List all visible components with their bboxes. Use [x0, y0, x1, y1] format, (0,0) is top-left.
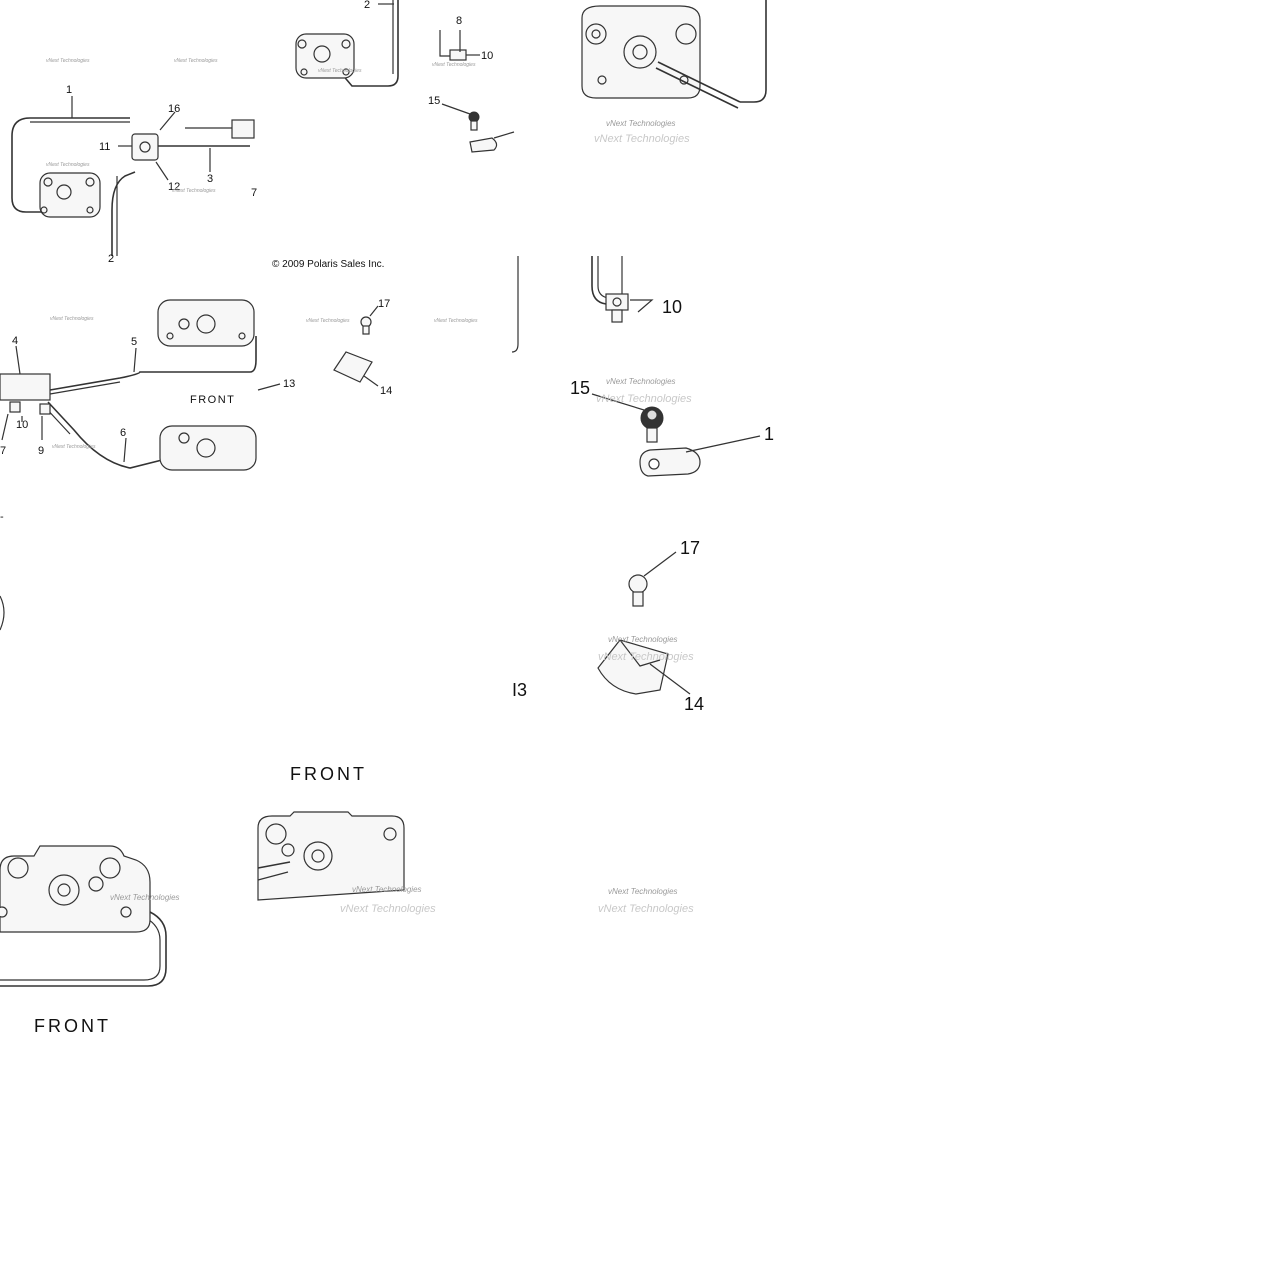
callout-10: 10 — [481, 50, 493, 62]
watermark: vNext Technologies — [594, 133, 690, 145]
watermark: vNext Technologies — [50, 316, 94, 322]
callout-15: 15 — [428, 95, 440, 107]
callout-5: 5 — [131, 336, 137, 348]
watermark: vNext Technologies — [52, 444, 96, 450]
fitting-10 — [9, 401, 21, 413]
callout-2: 2 — [108, 253, 114, 265]
p-clamp-small — [469, 137, 498, 153]
callout-13-partial: I3 — [512, 680, 527, 700]
callout-6: 6 — [120, 427, 126, 439]
callout-1: 1 — [764, 424, 774, 444]
fitting-9 — [39, 403, 51, 415]
master-cylinder-front — [0, 373, 51, 401]
watermark: vNext Technologies — [608, 635, 678, 644]
front-label: FRONT — [34, 1016, 111, 1036]
callout-14: 14 — [380, 385, 392, 397]
watermark: vNext Technologies — [172, 188, 216, 194]
watermark: vNext Technologies — [598, 651, 694, 663]
panel-rear-caliper-zoom: vNext Technologies vNext Technologies — [581, 0, 767, 145]
callout-7: 7 — [0, 445, 6, 457]
panel-rear-brake-overview: 1 11 16 12 3 7 2 vNext Technologies vNex… — [11, 58, 257, 265]
callout-14: 14 — [684, 694, 704, 714]
bolt-17 — [632, 591, 644, 607]
watermark: vNext Technologies — [606, 377, 676, 386]
panel-hardware-zoom: 10 15 1 vNext Technologies vNext Technol… — [512, 256, 774, 714]
watermark: vNext Technologies — [306, 318, 350, 324]
front-label: FRONT — [290, 764, 367, 784]
bracket-14 — [597, 639, 669, 695]
watermark: vNext Technologies — [318, 68, 362, 74]
panel-rear-caliper-hardware: 2 8 10 15 vNext Technologies vNext Techn… — [295, 0, 515, 153]
callout-10: 10 — [662, 297, 682, 317]
callout-13: 13 — [283, 378, 295, 390]
watermark: vNext Technologies — [110, 893, 180, 902]
brake-master-cylinder — [231, 119, 255, 139]
watermark: vNext Technologies — [46, 58, 90, 64]
callout-16: 16 — [168, 103, 180, 115]
callout-9: 9 — [38, 445, 44, 457]
line-fragment — [0, 595, 5, 631]
bolt-15 — [646, 427, 658, 443]
watermark: vNext Technologies — [434, 318, 478, 324]
callout-11: 11 — [99, 141, 110, 153]
callout-1: 1 — [66, 84, 72, 96]
watermark: vNext Technologies — [46, 162, 90, 168]
callout-7: 7 — [251, 187, 257, 199]
bracket-small — [333, 351, 373, 383]
callout-4: 4 — [12, 335, 18, 347]
brake-line-clamp — [449, 49, 467, 61]
copyright-notice: © 2009 Polaris Sales Inc. — [272, 259, 384, 270]
panel-front-caliper-zoom: FRONT vNext Technologies vNext Technolog… — [0, 764, 694, 1036]
callout-8: 8 — [456, 15, 462, 27]
watermark: vNext Technologies — [608, 887, 678, 896]
front-label: FRONT — [190, 394, 235, 406]
watermark: vNext Technologies — [596, 393, 692, 405]
callout-17: 17 — [680, 538, 700, 558]
watermark: vNext Technologies — [174, 58, 218, 64]
watermark: vNext Technologies — [340, 903, 436, 915]
fragment-mark: - — [0, 511, 4, 523]
callout-15: 15 — [570, 378, 590, 398]
watermark: vNext Technologies — [352, 885, 422, 894]
callout-12: 12 — [168, 181, 180, 193]
callout-3: 3 — [207, 173, 213, 185]
callout-2: 2 — [364, 0, 370, 11]
watermark: vNext Technologies — [598, 903, 694, 915]
watermark: vNext Technologies — [432, 62, 476, 68]
watermark: vNext Technologies — [606, 119, 676, 128]
callout-17: 17 — [378, 298, 390, 310]
panel-front-brake-overview: © 2009 Polaris Sales Inc. 4 5 FRONT 13 6… — [0, 256, 519, 631]
callout-10: 10 — [16, 419, 28, 431]
